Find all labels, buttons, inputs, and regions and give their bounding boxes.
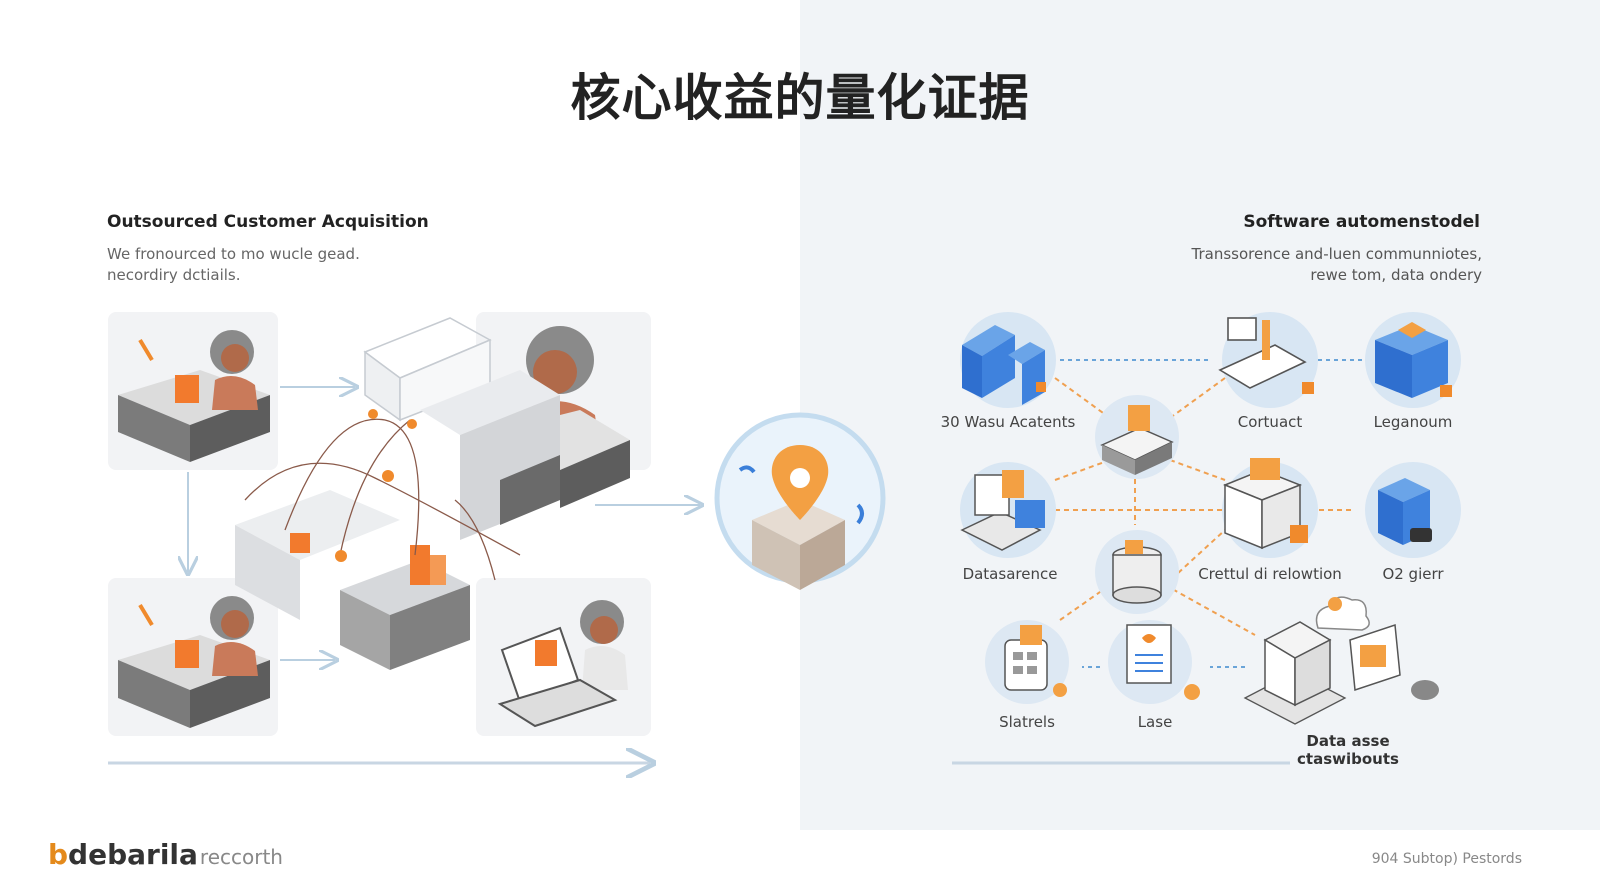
process-diagram — [108, 312, 1461, 830]
data-center-icon — [1243, 621, 1439, 725]
report-icon — [1108, 620, 1200, 704]
database-icon — [1095, 530, 1179, 614]
right-section-heading: Software automenstodel — [1243, 212, 1480, 232]
brand-name: debarila — [68, 838, 198, 871]
abstract-network-structure — [235, 317, 560, 670]
storage-icon — [985, 620, 1069, 704]
left-section-heading: Outsourced Customer Acquisition — [107, 212, 429, 232]
footer-note: 904 Subtop) Pestords — [1371, 851, 1522, 867]
node-label-n7: Slatrels — [999, 713, 1055, 731]
document-icon — [960, 462, 1056, 558]
printer-icon — [1095, 395, 1179, 479]
server-icon — [960, 312, 1056, 408]
worker-desk-icon — [108, 312, 278, 470]
right-desc-line-2: rewe tom, data ondery — [1310, 266, 1482, 284]
monitor-icon — [1218, 312, 1318, 408]
server-icon — [1365, 462, 1461, 558]
node-label-n9: Data asse ctaswibouts — [1263, 732, 1433, 768]
node-label-n9-line-1: Data asse — [1306, 732, 1390, 750]
box-icon — [1365, 312, 1461, 408]
right-panel-background — [800, 0, 1600, 830]
node-label-n3: Leganoum — [1373, 413, 1453, 431]
node-label-n8: Lase — [1137, 713, 1173, 731]
workstation-icon — [1222, 458, 1318, 558]
node-label-n4: Datasarence — [962, 565, 1058, 583]
worker-desk-icon — [108, 578, 278, 736]
cloud-icon — [1315, 596, 1370, 631]
brand-mark-icon: b — [48, 838, 69, 871]
brand-logo: b debarila reccorth — [48, 838, 283, 871]
right-section-description: Transsorence and-luen communniotes, rewe… — [1122, 244, 1482, 286]
location-pin-icon — [714, 412, 886, 590]
node-label-n5: Crettul di relowtion — [1198, 565, 1342, 583]
brand-subtitle: reccorth — [199, 845, 283, 869]
left-desc-line-1: We fronourced to mo wucle gead. — [107, 245, 360, 263]
page-title: 核心收益的量化证据 — [570, 69, 1030, 127]
left-desc-line-2: necordiry dctiails. — [107, 266, 241, 284]
node-label-n1: 30 Wasu Acatents — [940, 413, 1076, 431]
left-section-description: We fronourced to mo wucle gead. necordir… — [107, 244, 427, 286]
node-label-n6: O2 gierr — [1382, 565, 1444, 583]
right-desc-line-1: Transsorence and-luen communniotes, — [1191, 245, 1482, 263]
laptop-icon — [476, 578, 651, 736]
node-label-n2: Cortuact — [1237, 413, 1303, 431]
node-label-n9-line-2: ctaswibouts — [1297, 750, 1399, 768]
